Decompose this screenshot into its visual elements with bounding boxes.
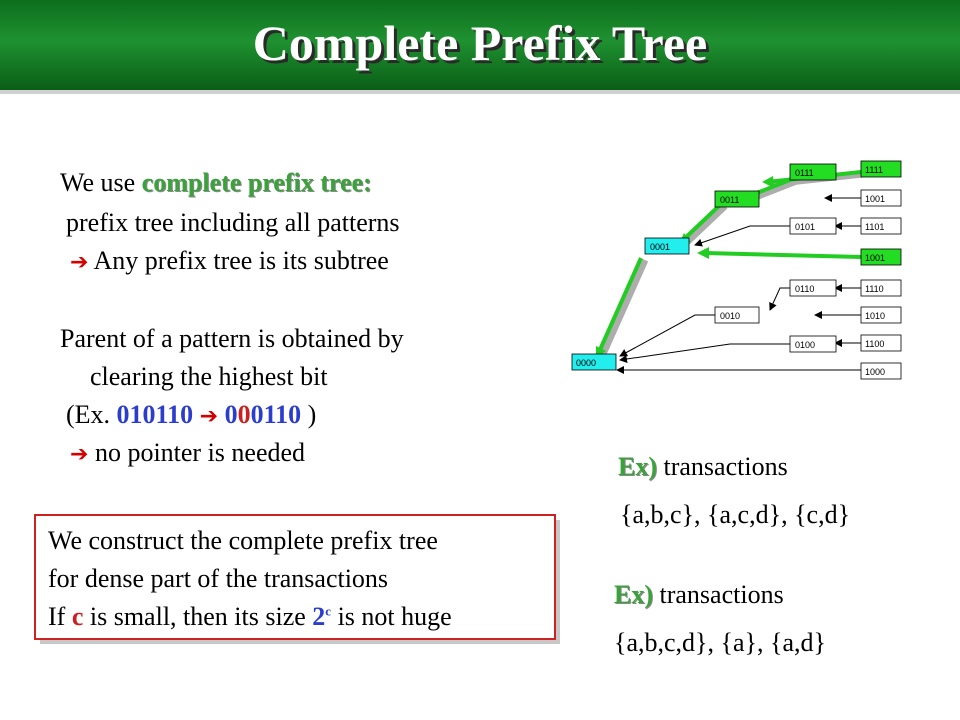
node-label: 0111 <box>795 168 814 178</box>
title-bar: Complete Prefix Tree <box>0 0 960 94</box>
box-c-variable: c <box>71 602 84 631</box>
node-1111 <box>860 160 902 178</box>
right-arrow-icon: ➔ <box>70 250 89 275</box>
example-1-sets: {a,b,c}, {a,c,d}, {c,d} <box>620 500 851 529</box>
node-0101 <box>789 217 837 235</box>
example-to-a: 0 <box>224 400 238 429</box>
box-size-exponent: c <box>325 603 332 619</box>
intro-highlight: complete prefix tree: <box>141 168 372 197</box>
example-to-c: 0110 <box>250 400 302 429</box>
page-title: Complete Prefix Tree <box>252 15 708 71</box>
node-0000 <box>571 353 617 371</box>
node-0010 <box>714 306 760 324</box>
node-label: 1100 <box>865 339 884 349</box>
example-from-b: 0110 <box>142 400 194 429</box>
edge-0100-0000 <box>619 343 790 363</box>
parent-result: ➔ no pointer is needed <box>70 438 305 468</box>
example-to-b: 0 <box>237 400 251 429</box>
example-2-sets: {a,b,c,d}, {a}, {a,d} <box>614 628 827 657</box>
box-line-2: for dense part of the transactions <box>48 564 389 593</box>
node-0001 <box>644 237 690 255</box>
box-line-3: If c is small, then its size 2c is not h… <box>48 602 452 632</box>
node-label: 1010 <box>865 311 885 321</box>
example-close: ) <box>301 400 317 429</box>
right-arrow-icon: ➔ <box>199 404 219 429</box>
box-line-3-b: is small, then its size <box>83 602 313 631</box>
example-from-a: 01 <box>116 400 143 429</box>
edge-0010-0000 <box>619 314 715 357</box>
intro-line-3: ➔ Any prefix tree is its subtree <box>70 246 389 276</box>
node-label: 1110 <box>865 284 884 294</box>
parent-line-1: Parent of a pattern is obtained by <box>60 324 404 353</box>
node-label: 1111 <box>865 165 883 175</box>
node-0111 <box>789 163 837 181</box>
intro-line-2: prefix tree including all patterns <box>66 208 400 237</box>
node-label: 0000 <box>576 358 596 368</box>
green-edge-0011-0001 <box>681 202 723 242</box>
node-1001-b <box>860 248 902 266</box>
node-0100 <box>789 335 837 353</box>
box-line-3-a: If <box>48 602 72 631</box>
node-label: 0001 <box>650 242 670 252</box>
node-label: 1001 <box>865 253 885 263</box>
example-1-label: Ex) <box>618 452 657 481</box>
node-1100 <box>860 334 902 352</box>
edge-0101-0001 <box>694 225 790 247</box>
intro-line-3-text: Any prefix tree is its subtree <box>93 246 389 275</box>
parent-line-2: clearing the highest bit <box>90 362 328 391</box>
parent-result-text: no pointer is needed <box>94 438 306 467</box>
box-size-base: 2 <box>312 602 326 631</box>
dense-part-box: We construct the complete prefix tree fo… <box>34 514 556 640</box>
node-1001-a <box>860 189 902 207</box>
example-2-text: transactions <box>659 580 784 609</box>
node-label: 1001 <box>865 194 885 204</box>
node-label: 1101 <box>865 222 884 232</box>
node-1110 <box>860 279 902 297</box>
parent-example: (Ex. 010110 ➔ 000110 ) <box>66 400 316 430</box>
node-label: 0110 <box>795 284 814 294</box>
node-1101 <box>860 217 902 235</box>
node-1010 <box>860 306 902 324</box>
example-2-label: Ex) <box>614 580 653 609</box>
edge-0110-0010 <box>769 287 790 311</box>
node-label: 0010 <box>720 311 740 321</box>
node-label: 0101 <box>795 222 815 232</box>
prefix-tree-diagram: 0111 1111 0011 1001 0101 1101 0001 1001 … <box>571 160 902 380</box>
intro-line-1: We use complete prefix tree: <box>60 168 372 198</box>
box-line-1: We construct the complete prefix tree <box>48 526 438 555</box>
green-edge-0001-0000 <box>597 257 643 353</box>
example-open: (Ex. <box>66 400 117 429</box>
example-1-heading: Ex) transactions <box>618 452 788 482</box>
node-label: 0011 <box>720 195 739 205</box>
box-line-3-d: is not huge <box>331 602 452 631</box>
node-label: 0100 <box>795 340 815 350</box>
node-0110 <box>789 279 837 297</box>
node-0011 <box>714 190 760 208</box>
example-1-text: transactions <box>663 452 788 481</box>
right-arrow-icon: ➔ <box>70 442 89 467</box>
green-edge-1001-0001 <box>704 251 862 259</box>
node-label: 1000 <box>865 367 885 377</box>
node-1000 <box>860 362 902 380</box>
example-2-heading: Ex) transactions <box>614 580 784 610</box>
intro-lead: We use <box>60 168 142 197</box>
